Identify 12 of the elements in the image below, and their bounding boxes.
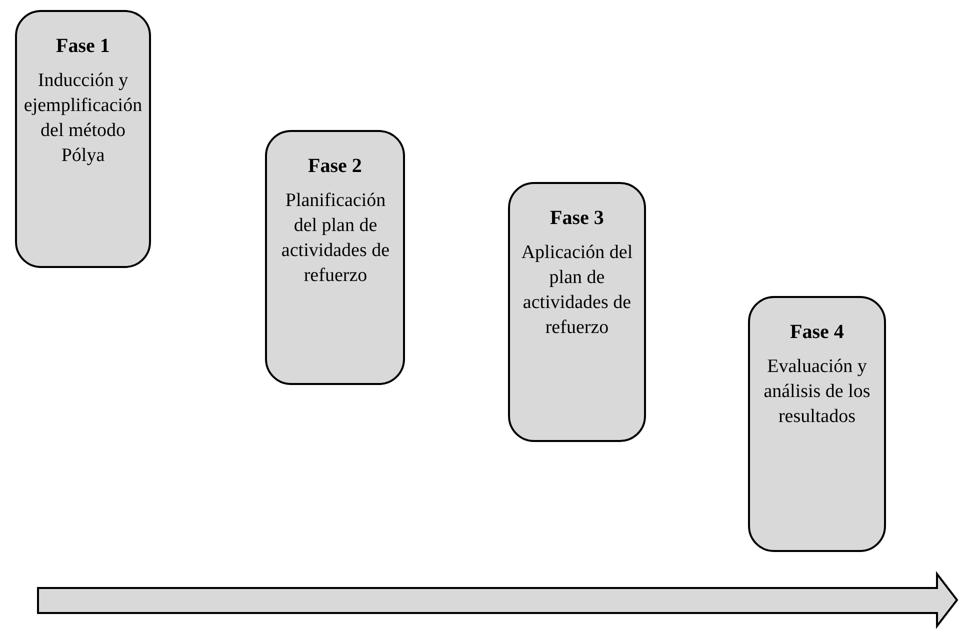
phase-box [508, 182, 646, 442]
phase-description: Inducción y ejemplificación del método Pólya [23, 69, 143, 168]
phase-box [15, 10, 151, 268]
phase-title: Fase 2 [308, 154, 362, 178]
phase-title: Fase 1 [56, 34, 110, 58]
phase-box [748, 296, 886, 552]
phase-description: Aplicación del plan de actividades de refuerzo [520, 241, 634, 340]
phase-title: Fase 3 [550, 206, 604, 230]
phase-description: Planificación del plan de actividades de refuerzo [280, 189, 391, 288]
phase-description: Evaluación y análisis de los resultados [762, 355, 872, 429]
phase-title: Fase 4 [790, 320, 844, 344]
phase-box [265, 130, 405, 385]
